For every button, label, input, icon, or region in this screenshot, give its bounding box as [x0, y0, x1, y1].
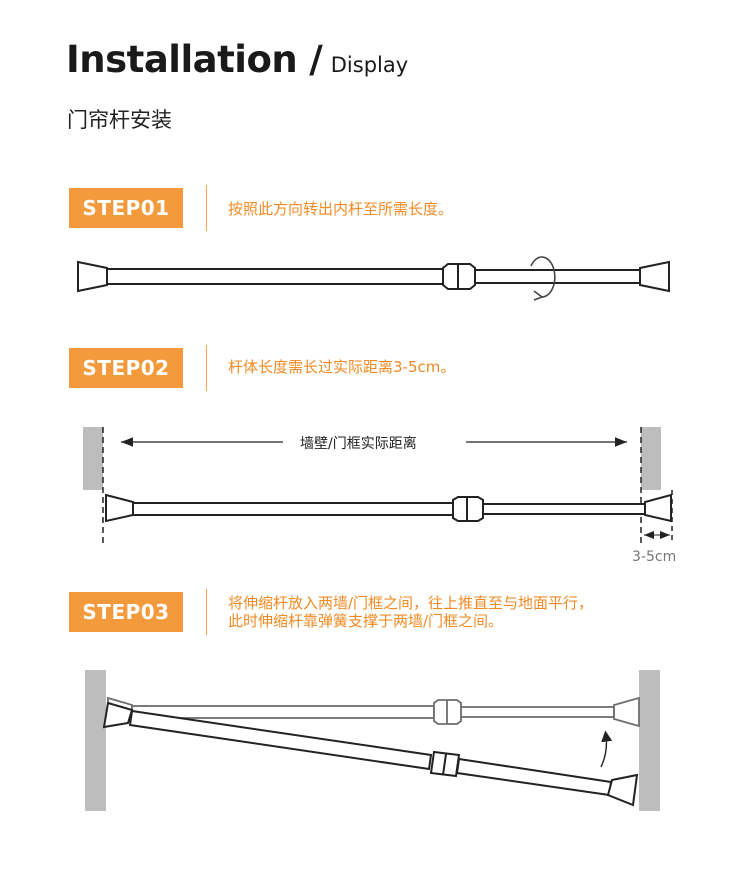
title-slash: / [309, 38, 323, 81]
step03-text-line2: 此时伸缩杆靠弹簧支撑于两墙/门框之间。 [228, 612, 504, 630]
step02-badge: STEP02 [69, 348, 183, 388]
step03-right-wall [639, 670, 660, 811]
push-up-arrow-icon [600, 730, 613, 768]
title-main: Installation [66, 38, 298, 81]
title-sub: Display [330, 53, 409, 77]
page-subtitle: 门帘杆安装 [67, 108, 172, 132]
step03-left-wall [85, 670, 106, 811]
rotate-arrow-icon [530, 256, 556, 301]
step03-divider [206, 589, 207, 635]
step02-divider [206, 345, 207, 391]
step01-rod [77, 260, 670, 293]
dimension-label: 墙壁/门框实际距离 [294, 433, 423, 453]
step03-badge: STEP03 [69, 592, 183, 632]
step01-divider [206, 185, 207, 231]
page-title: Installation / Display [66, 38, 408, 81]
step02-right-wall [641, 427, 661, 490]
step03-rod-tilted [102, 701, 639, 807]
step02-rod [105, 493, 672, 523]
step01-text: 按照此方向转出内杆至所需长度。 [228, 200, 454, 218]
gap-label: 3-5cm [632, 549, 677, 565]
step02-left-wall [83, 427, 103, 490]
step03-text-line1: 将伸缩杆放入两墙/门框之间，往上推直至与地面平行， [228, 594, 594, 612]
step02-text: 杆体长度需长过实际距离3-5cm。 [228, 358, 456, 376]
step01-badge: STEP01 [69, 188, 183, 228]
